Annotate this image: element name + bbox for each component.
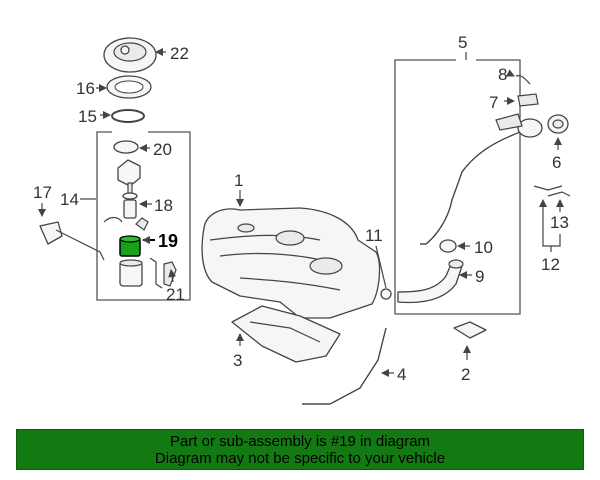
part-1-fuel-tank [201,207,381,319]
callout-19: 19 [158,231,178,251]
callout-14: 14 [60,190,79,209]
parts-diagram: 22 16 15 20 18 19 [33,33,571,405]
pump-sender-unit [117,159,141,200]
callout-8: 8 [498,65,507,84]
callout-16: 16 [76,79,95,98]
part-10-clamp [439,239,457,253]
callout-22: 22 [170,44,189,63]
banner-line-2: Diagram may not be specific to your vehi… [154,450,446,467]
filler-neck [420,113,543,245]
part-18-filter [123,199,137,219]
callout-4: 4 [397,365,406,384]
part-2-pad [453,321,487,339]
callout-15: 15 [78,107,97,126]
info-banner: Part or sub-assembly is #19 in diagram D… [16,429,584,470]
callout-1: 1 [234,171,243,190]
part-16-ring [106,75,152,99]
callout-3: 3 [233,351,242,370]
part-6-cap [547,114,569,134]
part-19-highlighted [119,235,141,257]
callout-9: 9 [475,267,484,286]
callout-21: 21 [166,285,185,304]
callout-7: 7 [489,93,498,112]
part-12-13-brackets [533,185,571,197]
part-4-strap [302,327,387,405]
reservoir-cup [119,259,143,287]
callout-20: 20 [153,140,172,159]
callout-11: 11 [365,226,383,245]
part-11-grommet [380,288,392,300]
callout-2: 2 [461,365,470,384]
banner-line-1: Part or sub-assembly is #19 in diagram [169,433,431,450]
callout-5: 5 [458,33,467,52]
part-3-heat-shield [231,305,341,363]
callout-13: 13 [550,213,569,232]
callout-10: 10 [474,238,493,257]
callout-6: 6 [552,153,561,172]
pump-group-bracket [96,131,191,301]
callout-18: 18 [154,196,173,215]
part-15-oring [111,109,145,123]
callout-17: 17 [33,183,52,202]
part-9-hose [397,259,464,304]
part-22-cover [103,37,157,73]
part-20 [113,140,139,154]
callout-12: 12 [541,255,560,274]
part-17-sender [39,221,105,261]
filler-group-bracket [394,59,521,315]
